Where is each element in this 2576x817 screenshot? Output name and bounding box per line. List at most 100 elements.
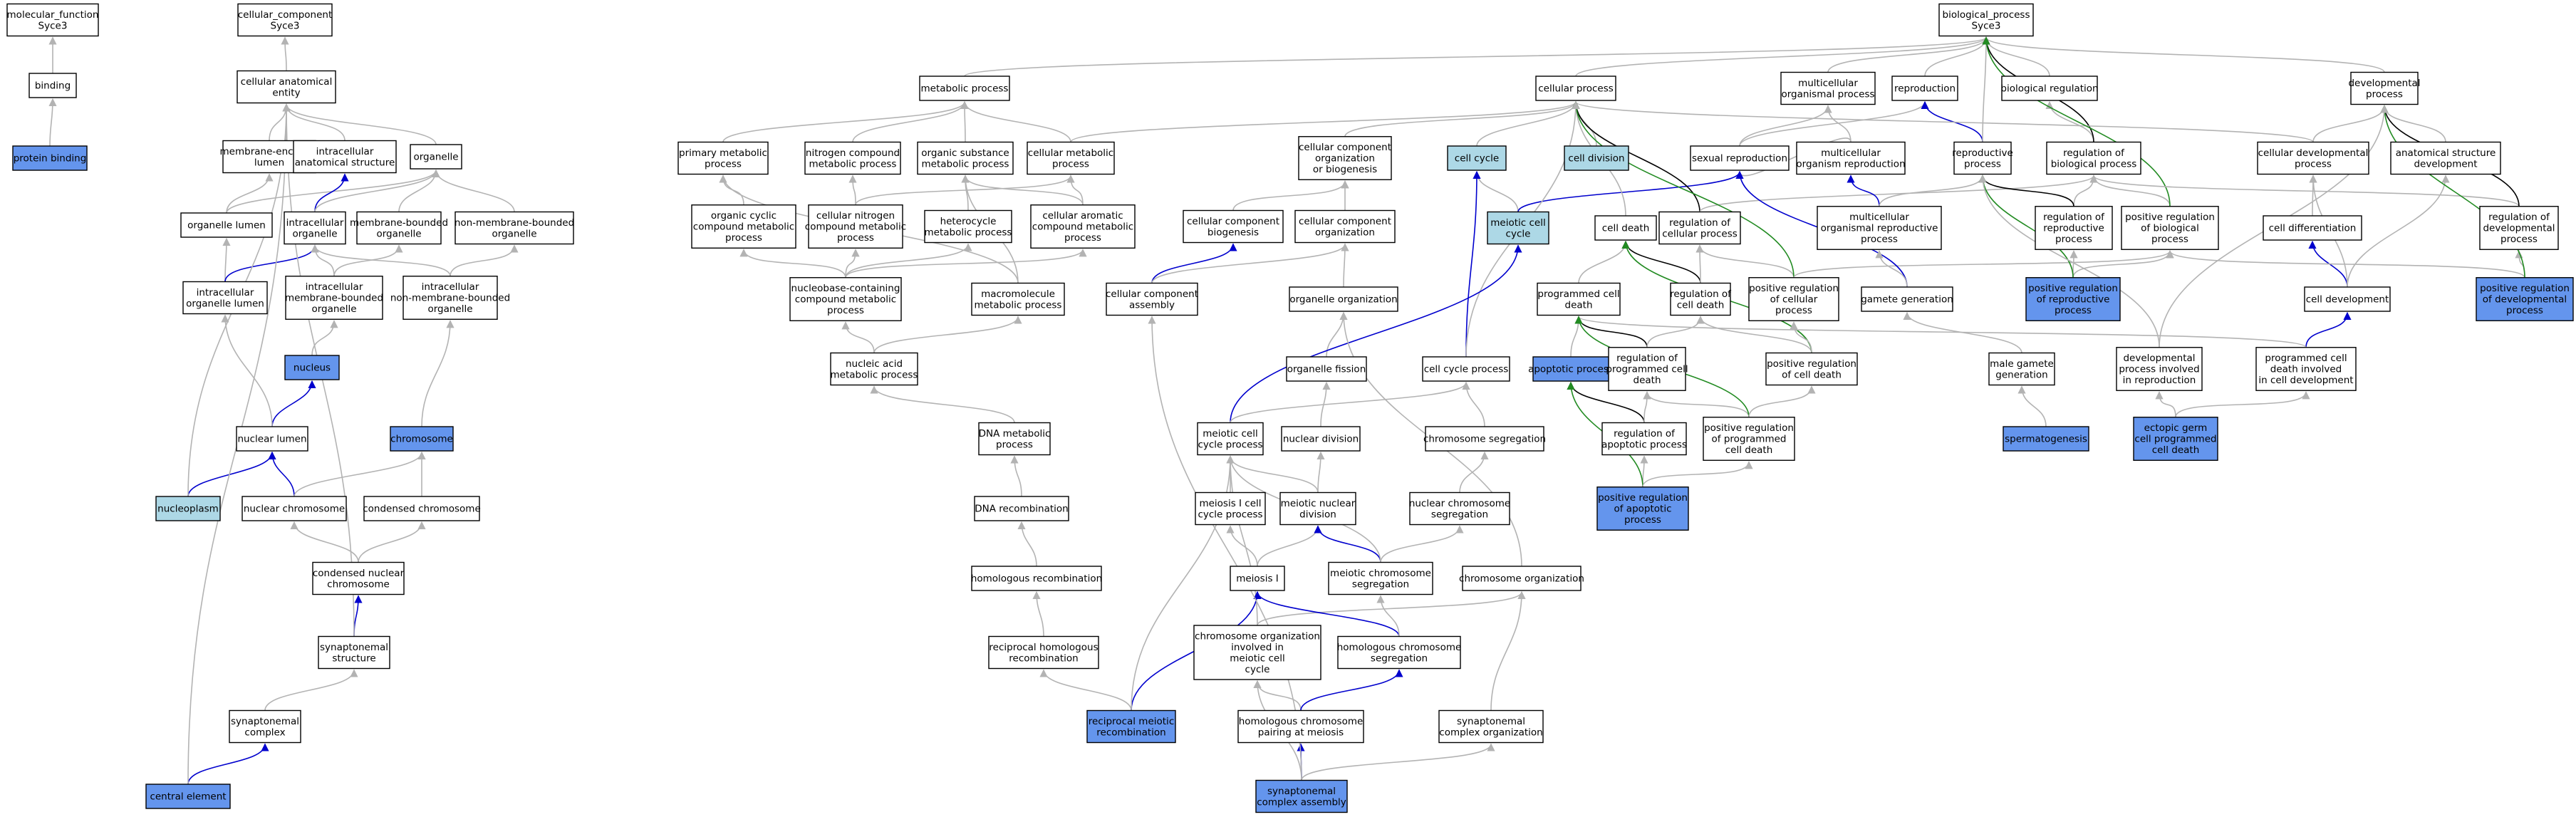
go-node-meiosis1[interactable]: meiosis I [1230, 566, 1285, 591]
go-node-binding[interactable]: binding [28, 73, 77, 98]
go-node-inmbo[interactable]: intracellularnon-membrane-boundedorganel… [390, 276, 510, 320]
go-node-org_org[interactable]: organelle organization [1289, 286, 1398, 312]
go-node-protein_binding[interactable]: protein binding [12, 145, 88, 171]
go-node-chrom_seg[interactable]: chromosome segregation [1423, 426, 1546, 452]
go-node-organelle[interactable]: organelle [410, 144, 462, 170]
go-node-cell_division[interactable]: cell division [1564, 145, 1629, 171]
go-node-gamete_gen[interactable]: gamete generation [1861, 286, 1953, 312]
go-node-bio_reg[interactable]: biological regulation [2000, 76, 2099, 101]
go-node-hom_recomb[interactable]: homologous recombination [971, 566, 1102, 591]
go-node-nuc_chrom[interactable]: nuclear chromosome [242, 496, 347, 521]
go-node-cell_diff[interactable]: cell differentiation [2263, 215, 2362, 241]
go-node-spermatogenesis[interactable]: spermatogenesis [2003, 426, 2089, 452]
go-node-central_element[interactable]: central element [145, 784, 231, 809]
go-node-apoptotic[interactable]: apoptotic process [1528, 356, 1614, 382]
go-node-cell_cycle[interactable]: cell cycle [1447, 145, 1507, 171]
go-node-reproduction[interactable]: reproduction [1891, 76, 1958, 101]
go-node-org_lumen[interactable]: organelle lumen [180, 212, 273, 238]
go-node-cellular_process[interactable]: cellular process [1535, 76, 1616, 101]
go-node-nucleus[interactable]: nucleus [284, 355, 340, 380]
go-node-metabolic[interactable]: metabolic process [919, 76, 1010, 101]
go-node-nucleoplasm[interactable]: nucleoplasm [155, 496, 221, 521]
go-node-nuc_div[interactable]: nuclear division [1281, 426, 1361, 452]
go-node-cell_death[interactable]: cell death [1594, 215, 1657, 241]
go-node-chrom_org[interactable]: chromosome organization [1459, 566, 1584, 591]
go-node-dna_recomb[interactable]: DNA recombination [974, 496, 1069, 521]
go-node-ccp[interactable]: cell cycle process [1422, 356, 1510, 382]
go-node-org_fission[interactable]: organelle fission [1286, 356, 1367, 382]
go-node-chromosome[interactable]: chromosome [390, 426, 454, 452]
go-node-cell_dev[interactable]: cell development [2304, 286, 2391, 312]
go-node-nuclear_lumen[interactable]: nuclear lumen [236, 426, 308, 452]
go-node-cond_chrom[interactable]: condensed chromosome [363, 496, 481, 521]
go-node-sex_repro[interactable]: sexual reproduction [1690, 145, 1790, 171]
